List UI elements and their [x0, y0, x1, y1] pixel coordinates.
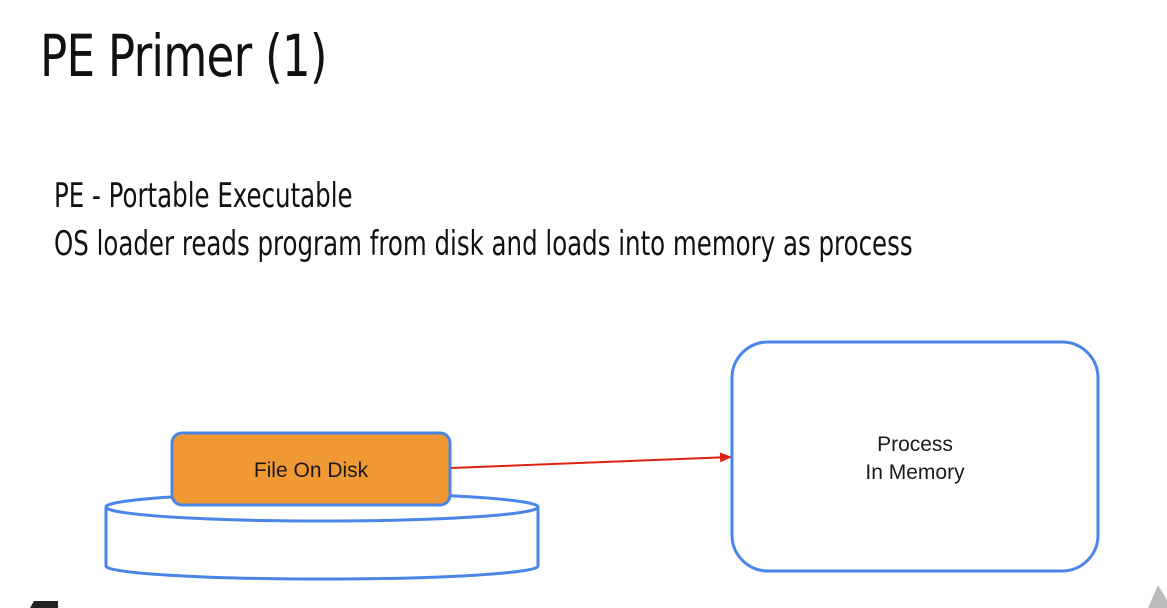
bullet-item: OS loader reads program from disk and lo… [54, 224, 913, 264]
corner-logo-fragment-right [1148, 585, 1167, 608]
file-on-disk-rect [170, 431, 452, 507]
process-label-line1: Process [877, 433, 953, 456]
file-on-disk-box: File On Disk [170, 431, 452, 507]
process-in-memory-rect [730, 340, 1100, 573]
process-in-memory-box: Process In Memory [730, 340, 1100, 573]
load-arrow [450, 452, 732, 469]
slide-title: PE Primer (1) [40, 22, 328, 90]
process-label-line2: In Memory [865, 461, 965, 484]
bullet-item: PE - Portable Executable [54, 176, 353, 216]
bullet-list: PE - Portable Executable OS loader reads… [54, 172, 913, 268]
disk-cylinder-body [104, 507, 540, 581]
corner-logo-fragment-left [30, 601, 58, 608]
file-on-disk-label: File On Disk [254, 459, 369, 482]
